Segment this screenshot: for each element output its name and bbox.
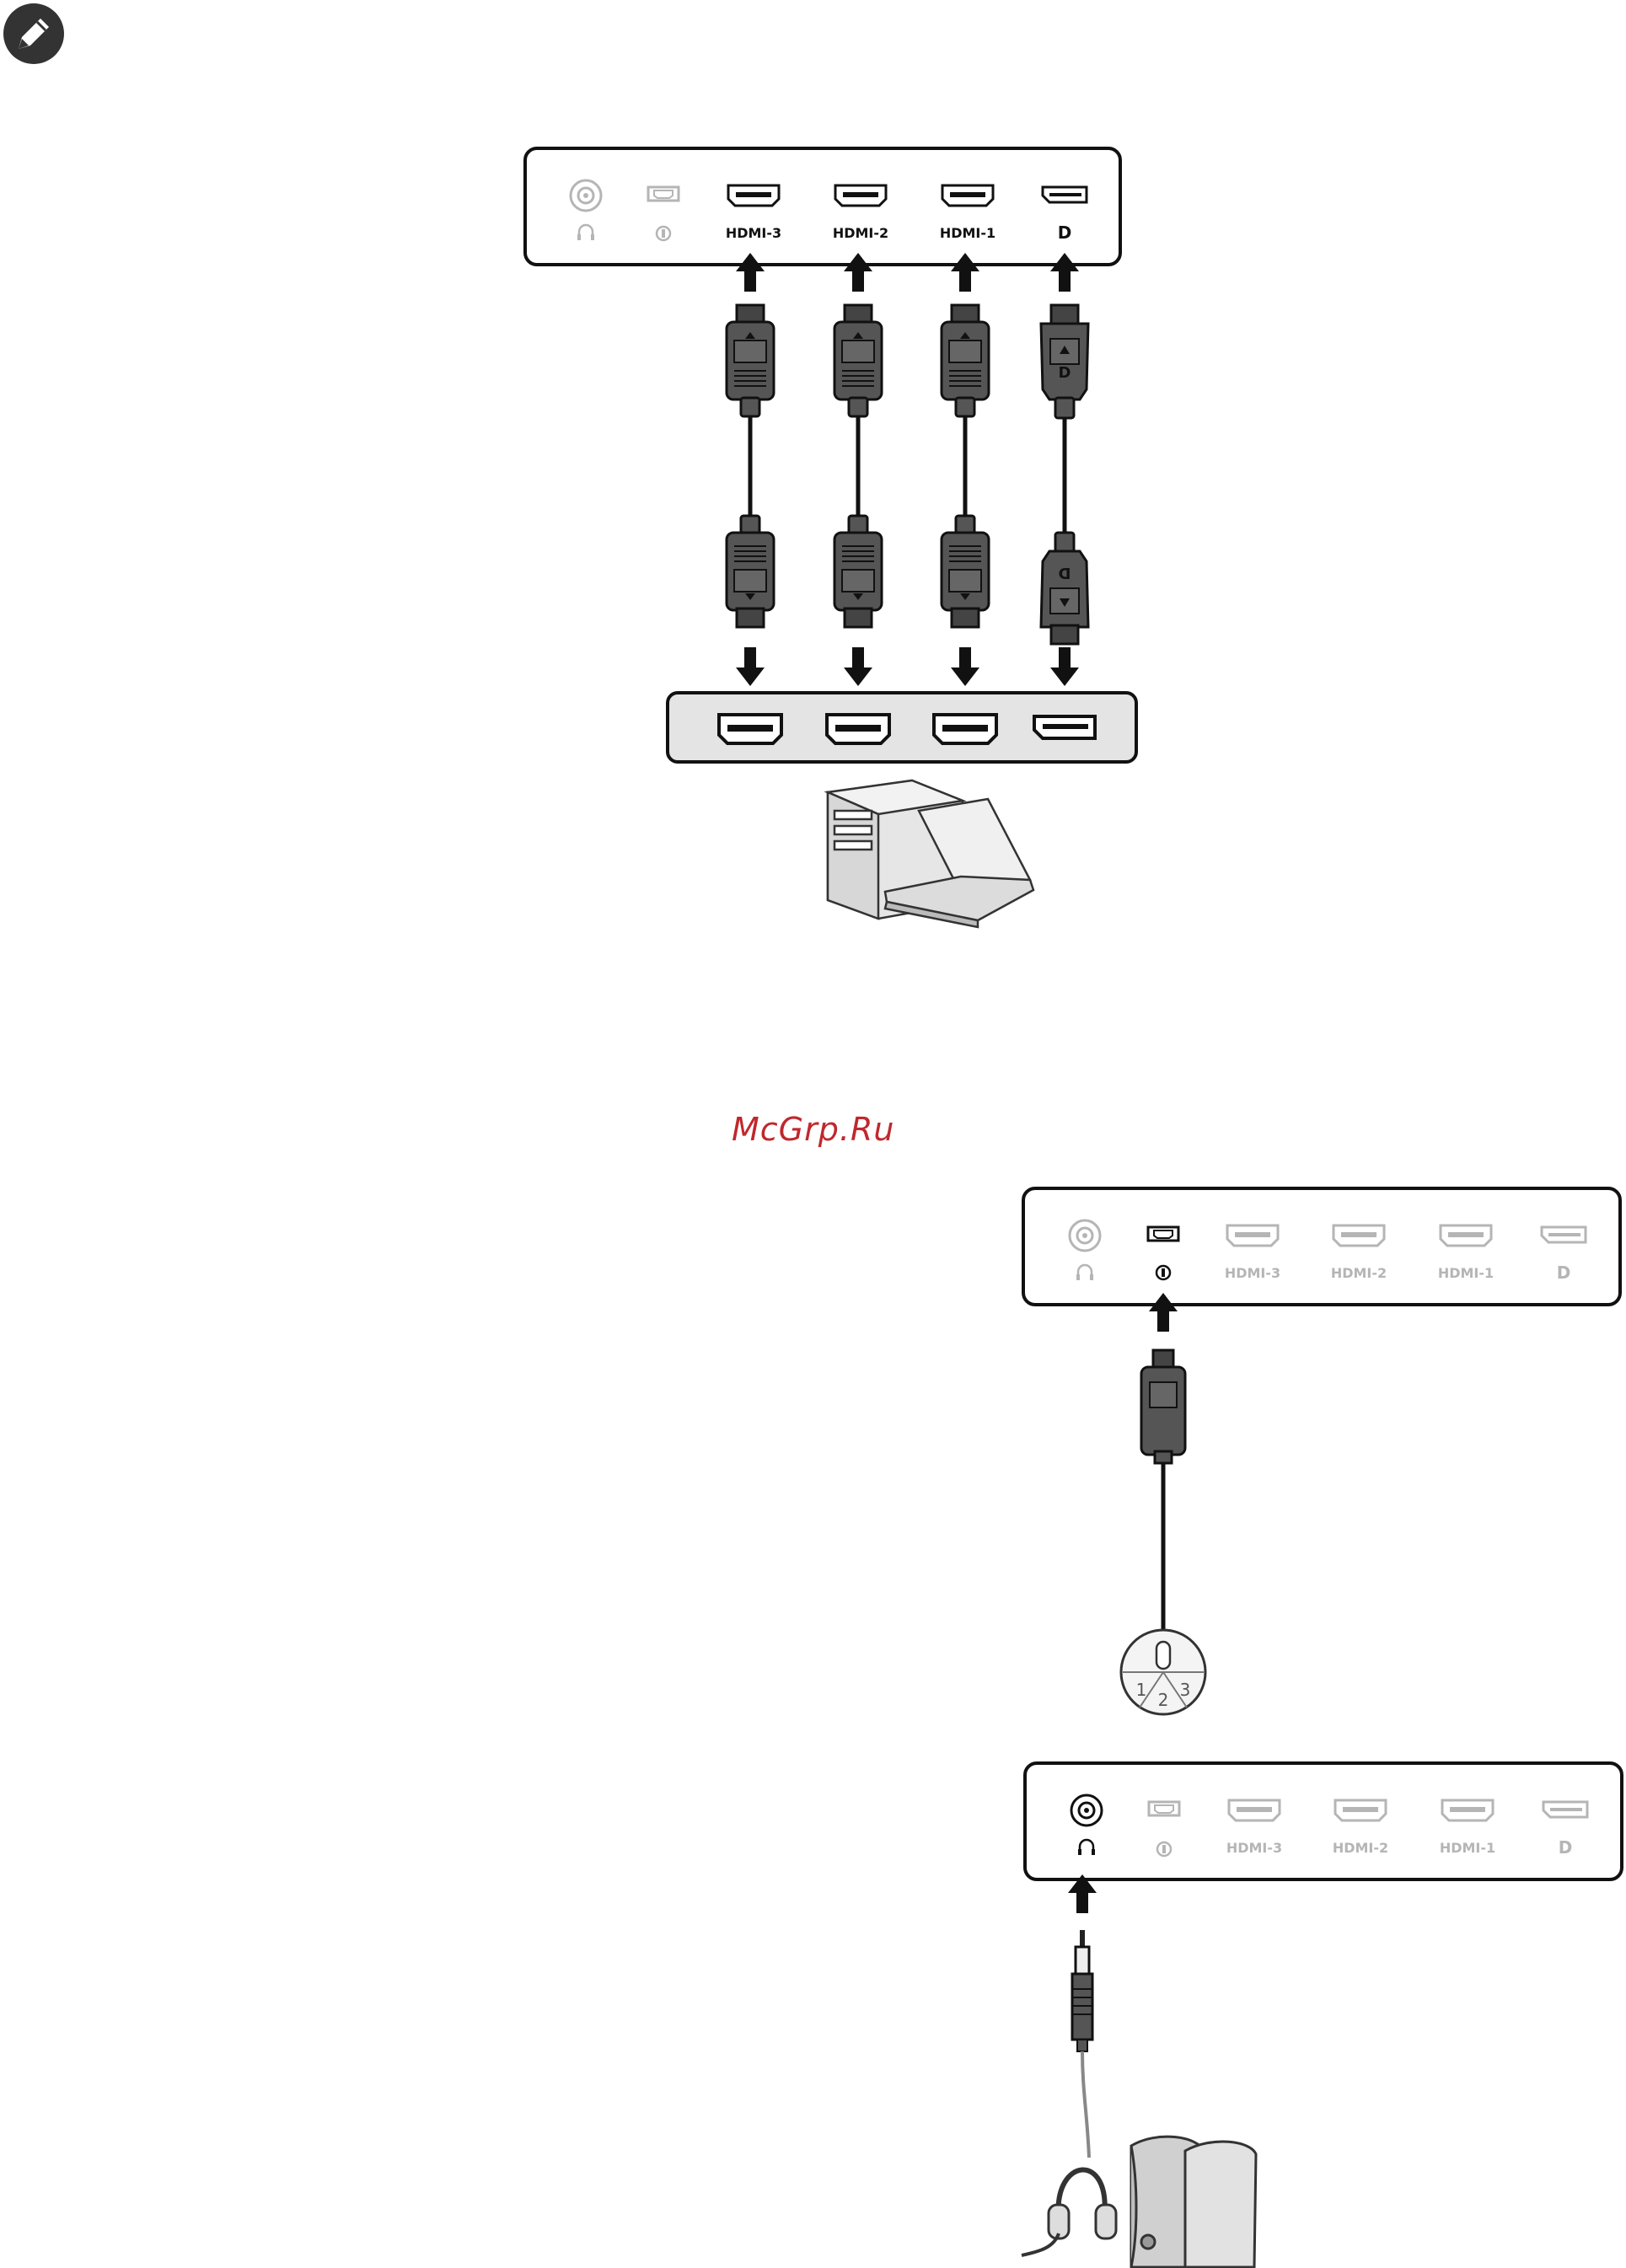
monitor-rear-panel-2: HDMI-3 HDMI-2 HDMI-1 D [1023, 1188, 1620, 1305]
hdmi-plug-bottom-1 [727, 516, 774, 627]
puck-label-1: 1 [1136, 1680, 1147, 1700]
hdmi2-label-2: HDMI-2 [1331, 1265, 1387, 1281]
hdmi3-label: HDMI-3 [726, 225, 781, 241]
hdmi3-label-2: HDMI-3 [1225, 1265, 1280, 1281]
svg-text:D: D [1059, 364, 1071, 382]
hdmi2-label: HDMI-2 [833, 225, 888, 241]
svg-text:D: D [1059, 564, 1071, 582]
pc-laptop-icon [828, 780, 1033, 927]
headset-icon [1022, 2169, 1116, 2255]
hdmi-plug-top-1 [727, 305, 774, 416]
pencil-icon [3, 3, 64, 64]
down-arrows-1 [736, 647, 1079, 686]
puck-cable [1141, 1350, 1185, 1638]
source-port-panel [668, 693, 1136, 762]
puck-label-3: 3 [1180, 1680, 1191, 1700]
hdmi1-label-2: HDMI-1 [1438, 1265, 1494, 1281]
hdmi1-label: HDMI-1 [940, 225, 995, 241]
speakers-icon [1131, 2137, 1256, 2267]
hdmi1-label-3: HDMI-1 [1440, 1840, 1495, 1856]
video-cables: D D [727, 305, 1088, 644]
dp-plug-top [1041, 305, 1088, 418]
hdmi-plug-bottom-3 [942, 516, 989, 627]
hdmi2-label-3: HDMI-2 [1333, 1840, 1388, 1856]
dp-label-3: D [1559, 1837, 1573, 1858]
monitor-rear-panel-1: HDMI-3 HDMI-2 HDMI-1 D [525, 148, 1120, 265]
puck-controller-icon: 1 2 3 [1121, 1630, 1205, 1714]
hdmi3-label-3: HDMI-3 [1226, 1840, 1282, 1856]
dp-label: D [1058, 223, 1072, 243]
puck-label-2: 2 [1158, 1690, 1169, 1710]
dp-plug-bottom [1041, 533, 1088, 644]
monitor-rear-panel-3: HDMI-3 HDMI-2 HDMI-1 D [1025, 1763, 1622, 1879]
hdmi-plug-bottom-2 [834, 516, 882, 627]
hdmi-plug-top-2 [834, 305, 882, 416]
audio-plug [1072, 1930, 1092, 2158]
hdmi-plug-top-3 [942, 305, 989, 416]
dp-label-2: D [1557, 1263, 1571, 1283]
